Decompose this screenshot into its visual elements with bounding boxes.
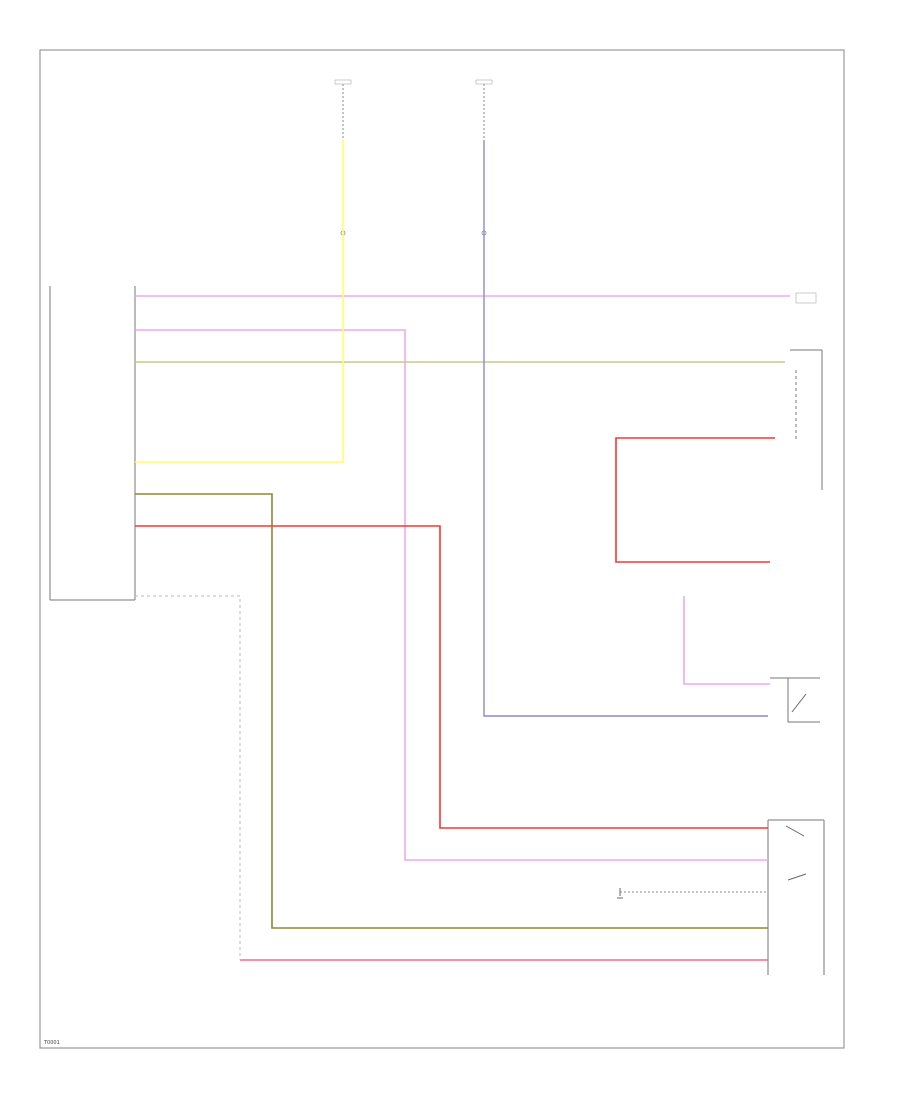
- wire-battery-feed: [483, 140, 768, 717]
- wire-brake-switch-pink: [683, 596, 770, 685]
- trunk-lamp-connector: [795, 292, 817, 304]
- wire-red-switch-feed: [135, 525, 768, 829]
- wire-ground-dashed: [135, 595, 241, 960]
- wire-ignition-run: [135, 140, 344, 463]
- shift-interlock-switch: [767, 819, 825, 975]
- wire-shift-lock-solenoid: [135, 493, 768, 929]
- wire-shift-lock-red-loop: [615, 437, 775, 563]
- diagram-frame: [39, 49, 845, 1049]
- diagram-code: T0001: [43, 1040, 60, 1046]
- transmission-control-module: [49, 286, 136, 601]
- ground-symbol: [617, 888, 768, 899]
- wire-brake-interlock-upper: [135, 329, 768, 861]
- illumination-switch: [790, 349, 823, 490]
- brake-switch: [770, 677, 820, 723]
